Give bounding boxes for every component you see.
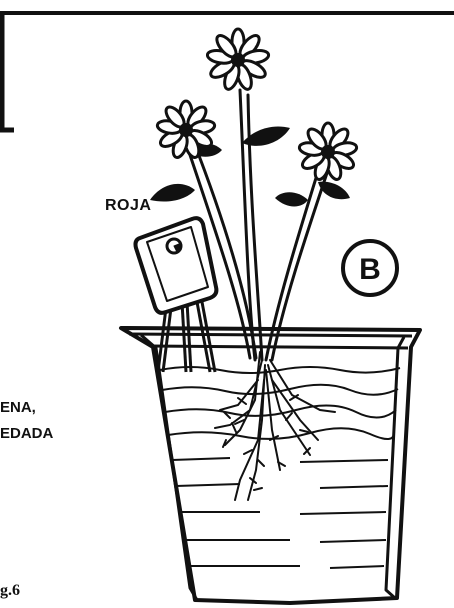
sensor-label: ROJA bbox=[105, 197, 151, 215]
side-text-line-1: ENA, bbox=[0, 399, 36, 416]
side-text-line-2: EDADA bbox=[0, 425, 53, 442]
figure-caption: g.6 bbox=[0, 582, 20, 600]
flower-right bbox=[298, 123, 357, 181]
flower-top bbox=[206, 29, 269, 91]
badge-label: B bbox=[359, 253, 381, 286]
